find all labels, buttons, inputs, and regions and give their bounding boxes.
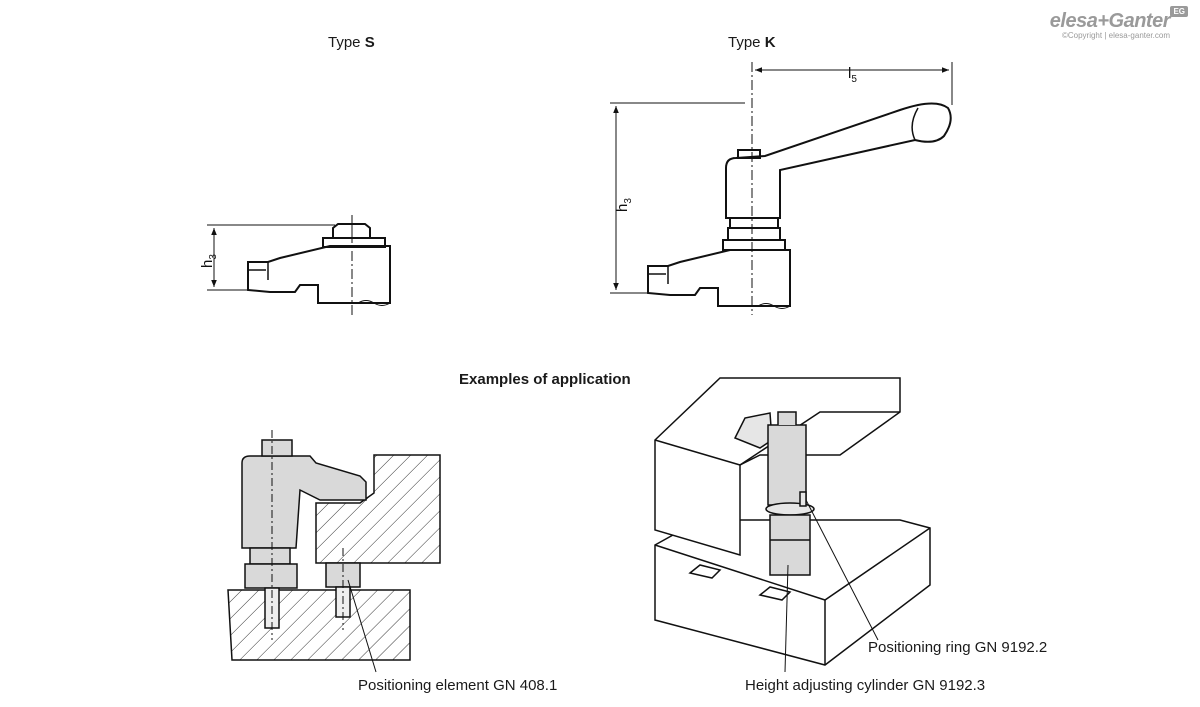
type-k-l5-label: l5 — [848, 65, 857, 85]
application-right-drawing — [654, 377, 931, 673]
brand-badge: EG — [1170, 6, 1188, 17]
type-s-drawing — [247, 223, 391, 304]
type-k-label: Type K — [728, 34, 776, 51]
type-k-code: K — [764, 34, 776, 51]
callout-positioning-element: Positioning element GN 408.1 — [358, 677, 558, 694]
type-s-code: S — [364, 34, 375, 51]
brand-logo-text: elesa+Ganter — [1049, 10, 1171, 32]
type-k-drawing — [647, 102, 952, 307]
type-k-dimension — [610, 62, 953, 315]
application-left-drawing — [227, 430, 441, 673]
brand-logo: elesa+Ganter ©Copyright | elesa-ganter.c… — [1049, 6, 1188, 40]
callout-height-cylinder: Height adjusting cylinder GN 9192.3 — [745, 677, 986, 694]
type-s-label: Type S — [328, 34, 375, 51]
callout-positioning-ring: Positioning ring GN 9192.2 — [868, 639, 1048, 656]
type-k-h3-label: h3 — [614, 198, 634, 212]
dimension-labels: h3 h3 l5 — [199, 65, 857, 268]
brand-copyright: ©Copyright | elesa-ganter.com — [1061, 31, 1170, 40]
applications-title: Examples of application — [459, 371, 631, 388]
type-s-h3-label: h3 — [199, 254, 219, 268]
type-s-prefix: Type — [328, 34, 365, 51]
type-k-prefix: Type — [728, 34, 765, 51]
type-s-dimension — [207, 215, 391, 315]
